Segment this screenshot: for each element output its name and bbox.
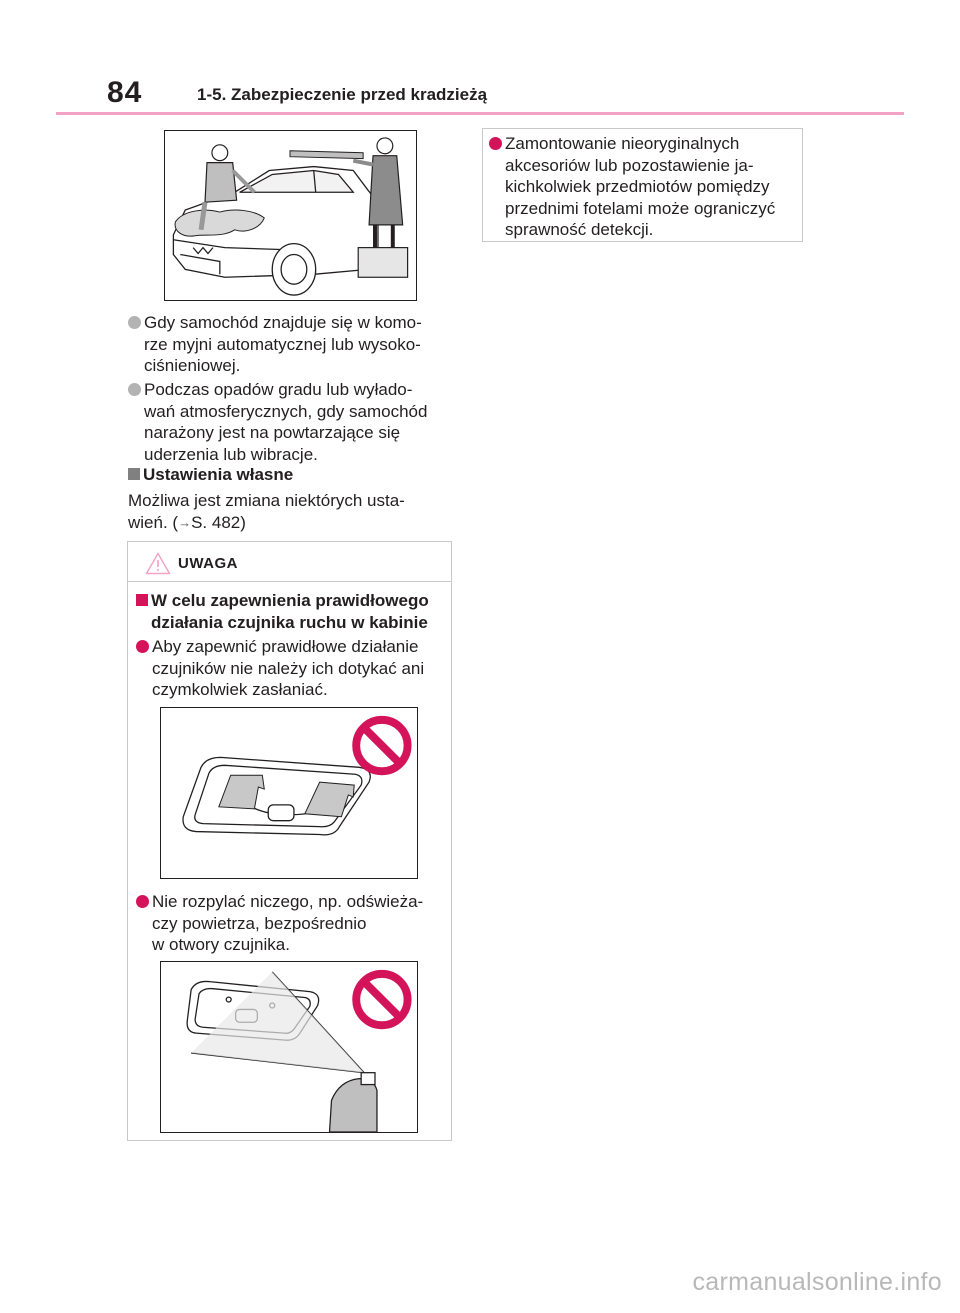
- custom-settings-heading: Ustawienia własne: [128, 464, 293, 486]
- page-number: 84: [107, 76, 143, 109]
- heading-text: W celu zapewnienia prawidłowego: [151, 591, 429, 610]
- section-title: 1-5. Zabezpieczenie przed kradzieżą: [197, 85, 488, 104]
- warning-heading: W celu zapewnienia prawidłowego działani…: [136, 590, 429, 633]
- sensor-spray-illustration: [160, 961, 418, 1133]
- bullet-text-line: Zamontowanie nieoryginalnych: [505, 134, 740, 153]
- heading-square-icon: [136, 594, 148, 606]
- page-reference-link[interactable]: S. 482): [191, 512, 246, 532]
- bullet-text-line: czujników nie należy ich dotykać ani: [152, 658, 425, 678]
- bullet-text-line: przednimi fotelami może ograniczyć: [505, 198, 776, 218]
- list-item: Nie rozpylać niczego, np. odświeża- czy …: [136, 891, 451, 957]
- list-item: Gdy samochód znajduje się w komo- rze my…: [128, 312, 458, 378]
- prohibition-icon: [352, 969, 412, 1030]
- bullet-dot: [128, 316, 141, 329]
- paragraph-text: wień. (: [128, 512, 179, 532]
- warning-box: UWAGA W celu zapewnienia prawidłowego dz…: [127, 541, 452, 1141]
- bullet-text-line: akcesoriów lub pozostawienie ja-: [505, 155, 754, 175]
- watermark: carmanualsonline.info: [692, 1268, 942, 1296]
- warning-triangle-icon: [145, 552, 171, 575]
- bullet-text-line: ciśnieniowej.: [144, 356, 241, 375]
- page-header: 84 1-5. Zabezpieczenie przed kradzieżą: [0, 0, 960, 120]
- bullet-text-line: rze myjni automatycznej lub wysoko-: [144, 334, 421, 354]
- bullet-text-line: narażony jest na powtarzające się: [144, 423, 401, 442]
- bullet-text-line: sprawność detekcji.: [505, 220, 654, 239]
- bullet-text-line: Nie rozpylać niczego, np. odświeża-: [152, 892, 424, 911]
- accessories-note-box: Zamontowanie nieoryginalnych akcesoriów …: [482, 128, 803, 242]
- prohibition-icon: [352, 715, 412, 776]
- bullet-dot: [136, 640, 149, 653]
- bullet-text-line: w otwory czujnika.: [152, 935, 290, 954]
- heading-square-icon: [128, 468, 140, 480]
- bullet-dot: [489, 137, 502, 150]
- paragraph-line: Możliwa jest zmiana niektórych usta-: [128, 491, 405, 510]
- bullet-dot: [136, 895, 149, 908]
- sensor-covered-illustration: [160, 707, 418, 879]
- bullet-text-line: czy powietrza, bezpośrednio: [152, 913, 367, 933]
- list-item: Zamontowanie nieoryginalnych akcesoriów …: [489, 133, 799, 241]
- car-wash-illustration: [164, 130, 417, 301]
- bullet-text-line: Aby zapewnić prawidłowe działanie: [152, 637, 419, 656]
- list-item: Aby zapewnić prawidłowe działanie czujni…: [136, 636, 451, 702]
- warning-title: UWAGA: [178, 555, 238, 572]
- custom-settings-text: Możliwa jest zmiana niektórych usta- wie…: [128, 490, 405, 534]
- bullet-text-line: Gdy samochód znajduje się w komo-: [144, 313, 422, 332]
- heading-text: działania czujnika ruchu w kabinie: [151, 612, 428, 632]
- list-item: Podczas opadów gradu lub wyłado- wań atm…: [128, 379, 458, 467]
- header-divider: [56, 112, 904, 115]
- bullet-dot: [128, 383, 141, 396]
- bullet-text-line: kichkolwiek przedmiotów pomiędzy: [505, 177, 770, 196]
- heading-text: Ustawienia własne: [143, 465, 294, 484]
- bullet-text-line: czymkolwiek zasłaniać.: [152, 680, 328, 699]
- arrow-right-icon: →: [178, 514, 192, 530]
- bullet-text-line: wań atmosferycznych, gdy samochód: [144, 401, 428, 421]
- bullet-text-line: Podczas opadów gradu lub wyłado-: [144, 380, 413, 399]
- warning-divider: [128, 581, 451, 582]
- bullet-text-line: uderzenia lub wibracje.: [144, 444, 318, 464]
